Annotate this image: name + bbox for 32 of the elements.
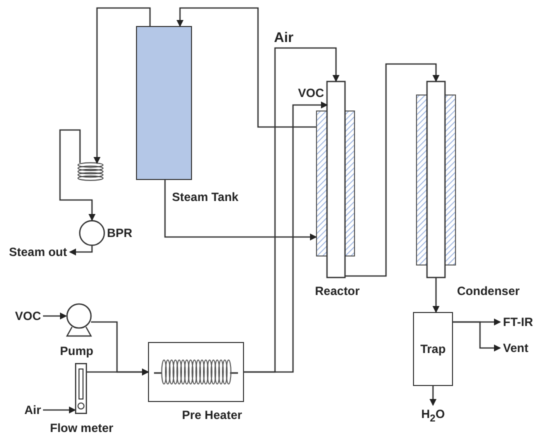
stream-label: Vent	[503, 341, 528, 355]
arrow	[94, 7, 151, 164]
edge-label: VOC	[298, 86, 324, 100]
arrow	[164, 180, 317, 240]
arrow	[176, 7, 316, 128]
equipment-label: BPR	[107, 226, 132, 240]
equipment-label: Reactor	[315, 284, 360, 298]
equipment-label: Pre Heater	[182, 408, 242, 422]
trap-vessel	[413, 312, 453, 386]
pre-heater-box	[148, 342, 244, 402]
stream-label: H$_{2}$O	[421, 407, 445, 426]
arrow	[244, 102, 328, 373]
steam-tank	[136, 26, 192, 180]
arrow	[345, 63, 440, 277]
arrow	[432, 278, 440, 313]
equipment-label: Condenser	[457, 284, 520, 298]
arrow	[87, 368, 149, 376]
arrow	[69, 246, 93, 256]
edge-label: Air	[274, 29, 294, 45]
arrow	[43, 406, 76, 414]
arrow	[453, 321, 501, 352]
vessel-label: Trap	[420, 342, 446, 356]
equipment-label: Flow meter	[50, 421, 114, 435]
equipment-label: Pump	[60, 344, 94, 358]
stream-label: Steam out	[8, 245, 67, 259]
arrow	[59, 129, 96, 221]
stream-label: FT-IR	[503, 315, 533, 329]
equipment-label: Steam Tank	[172, 190, 238, 204]
arrow	[430, 386, 436, 406]
stream-label: VOC	[14, 309, 41, 323]
arrow	[43, 312, 67, 320]
stream-label: Air	[24, 403, 41, 417]
